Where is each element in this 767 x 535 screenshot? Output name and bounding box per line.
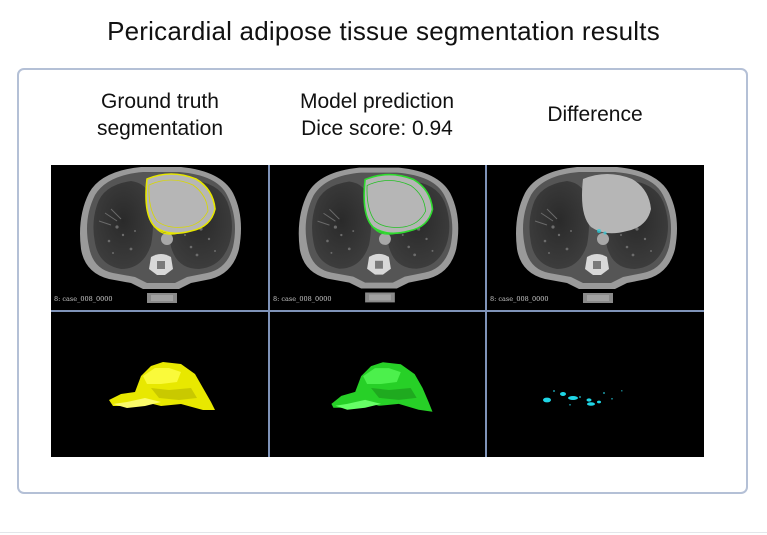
ct-slice-ground-truth: 8: case_008_0000 [51,165,268,310]
page-title: Pericardial adipose tissue segmentation … [107,16,660,46]
column-header-difference: Difference [547,103,643,126]
column-header-ground-truth: Ground truth segmentation [96,90,224,140]
render-3d-difference [487,312,704,457]
ct-caption: 8: case_008_0000 [490,295,549,303]
ct-slice-model-prediction: 8: case_008_0000 [270,165,485,310]
bottom-divider [0,532,767,533]
results-panel [17,68,748,494]
image-grid: 8: case_008_0000 8: case_008_0000 8: cas… [51,165,704,457]
ct-caption: 8: case_008_0000 [54,295,113,303]
render-3d-ground-truth [51,312,268,457]
column-header-model-prediction: Model prediction Dice score: 0.94 [299,90,455,140]
render-3d-model-prediction [270,312,485,457]
ct-slice-difference: 8: case_008_0000 [487,165,704,310]
ct-caption: 8: case_008_0000 [273,295,332,303]
